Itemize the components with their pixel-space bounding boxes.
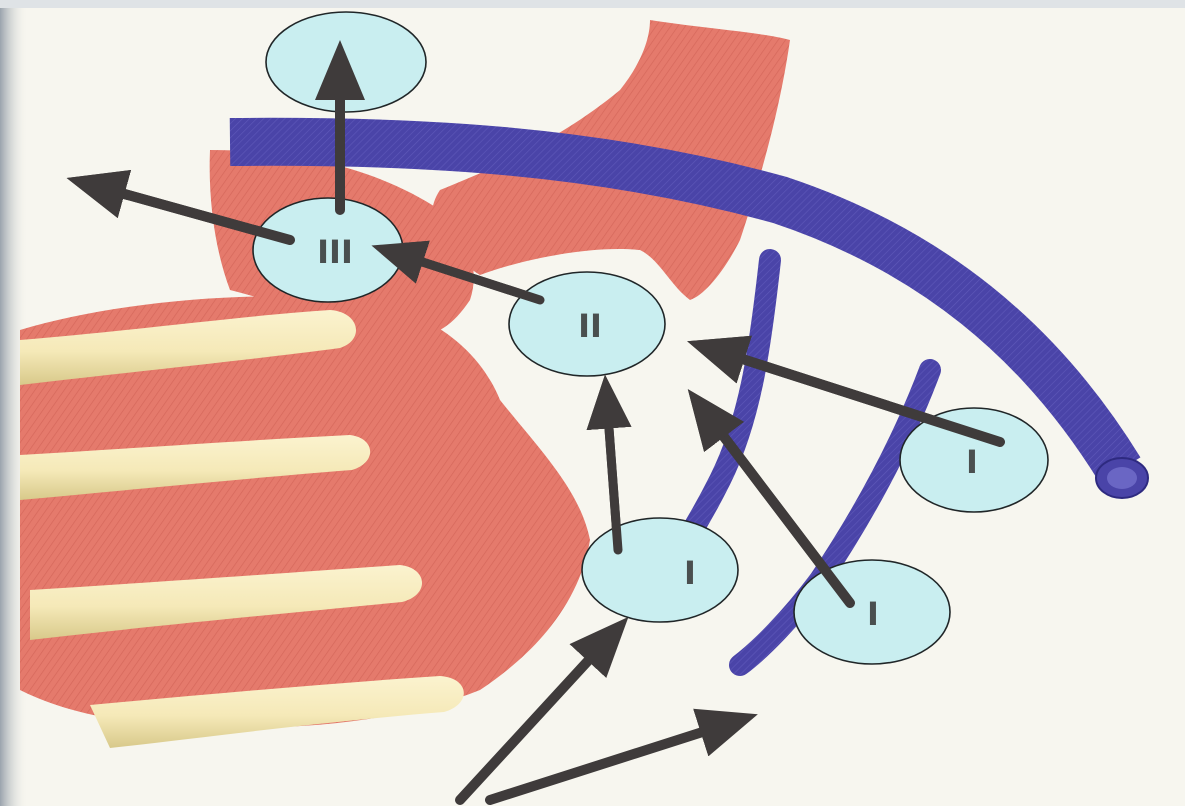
node-label-level-ii: II [578,307,602,345]
node-label-level-i-center: I [684,554,696,592]
page-top-edge [0,0,1185,8]
node-label-level-i-lower-right: I [867,595,879,633]
node-oval-top [266,12,426,112]
node-label-level-i-right: I [966,443,978,481]
node-oval-level-i-center [582,518,738,622]
axillary-vein-lumen [1107,467,1137,489]
node-label-level-iii: III [317,233,353,271]
